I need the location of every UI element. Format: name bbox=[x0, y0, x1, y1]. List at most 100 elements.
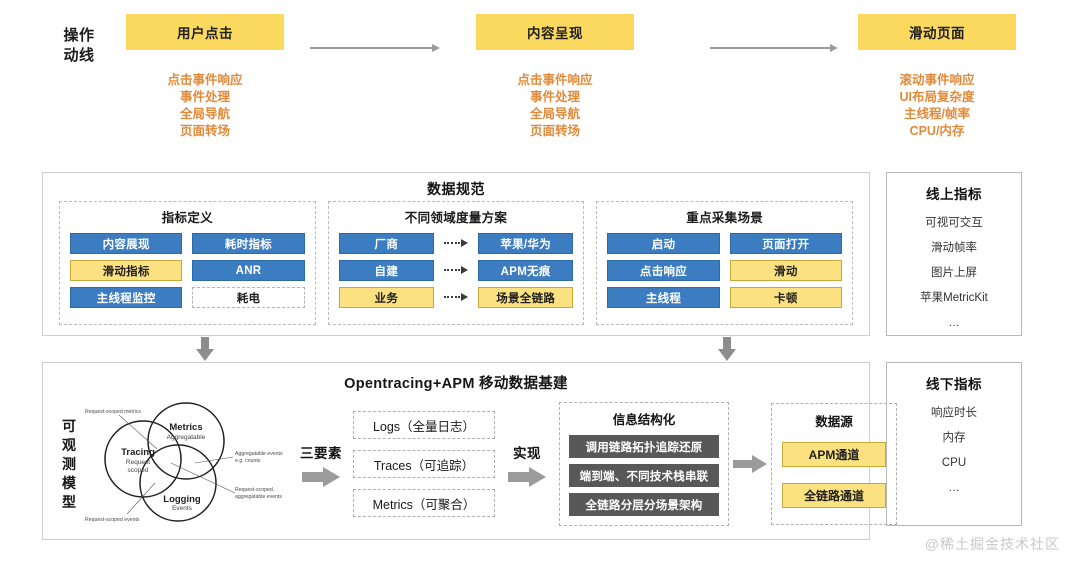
arrow-down-icon bbox=[196, 337, 214, 361]
side-panel-item-ellipsis: … bbox=[948, 317, 960, 329]
chip-metric[interactable]: 耗时指标 bbox=[192, 233, 305, 254]
spec-group-title: 重点采集场景 bbox=[686, 211, 764, 225]
flow-item: 全局导航 bbox=[179, 107, 230, 121]
data-source-fullchain-channel[interactable]: 全链路通道 bbox=[782, 483, 886, 508]
chip-source[interactable]: 厂商 bbox=[338, 233, 435, 254]
data-source-title: 数据源 bbox=[815, 415, 853, 429]
chip-scenario[interactable]: 页面打开 bbox=[729, 233, 843, 254]
flow-item: 滚动事件响应 bbox=[899, 73, 975, 87]
chip-scenario[interactable]: 滑动 bbox=[729, 260, 843, 281]
flow-item: 页面转场 bbox=[179, 124, 230, 138]
element-logs[interactable]: Logs（全量日志） bbox=[353, 411, 495, 439]
flow-arrow-right-icon bbox=[710, 44, 838, 52]
element-metrics[interactable]: Metrics（可聚合） bbox=[353, 489, 495, 517]
data-spec-groups: 指标定义 内容展现 耗时指标 滑动指标 ANR 主线程监控 耗电 bbox=[59, 201, 854, 325]
info-item-layered-architecture[interactable]: 全链路分层分场景架构 bbox=[569, 493, 719, 516]
chip-metric[interactable]: 滑动指标 bbox=[70, 260, 183, 281]
flow-header-scroll-page[interactable]: 滑动页面 bbox=[858, 14, 1016, 50]
chip-target[interactable]: APM无痕 bbox=[478, 260, 574, 281]
chip-row: 滑动指标 ANR bbox=[70, 260, 305, 281]
spec-group-key-scenarios: 重点采集场景 启动 页面打开 点击响应 滑动 主线程 卡顿 bbox=[596, 201, 854, 325]
observability-label-char: 观 bbox=[62, 436, 76, 453]
chip-metric[interactable]: 内容展现 bbox=[70, 233, 183, 254]
venn-sublabel-metrics: Aggregatable bbox=[167, 434, 206, 441]
observability-label-char: 测 bbox=[62, 455, 76, 472]
chip-row: 厂商 苹果/华为 bbox=[338, 233, 574, 254]
side-panel-item: 图片上屏 bbox=[931, 267, 977, 279]
venn-sublabel-logging: Events bbox=[172, 505, 193, 512]
info-item-end-to-end[interactable]: 端到端、不同技术栈串联 bbox=[569, 464, 719, 487]
flow-header-user-click[interactable]: 用户点击 bbox=[126, 14, 284, 50]
venn-annotation-request-scoped-aggregatable-l1: Request-scoped, bbox=[235, 487, 274, 493]
chip-row: 点击响应 滑动 bbox=[607, 260, 843, 281]
flow-column-user-click: 用户点击 点击事件响应 事件处理 全局导航 页面转场 bbox=[126, 14, 284, 140]
arrow-down-icon bbox=[718, 337, 736, 361]
dotted-arrow-icon bbox=[444, 265, 469, 276]
side-panel-item-ellipsis: … bbox=[948, 482, 960, 494]
flow-items-content-render: 点击事件响应 事件处理 全局导航 页面转场 bbox=[476, 72, 634, 140]
observability-model-block: 可 观 测 模 型 bbox=[53, 401, 289, 527]
operation-flow-label-line2: 动线 bbox=[63, 47, 95, 64]
spec-group-title: 不同领域度量方案 bbox=[404, 211, 508, 225]
chip-grid: 厂商 苹果/华为 自建 APM无痕 业务 场景全链路 bbox=[338, 233, 574, 308]
observability-model-label: 可 观 测 模 型 bbox=[59, 417, 79, 512]
opentracing-apm-panel: Opentracing+APM 移动数据基建 可 观 测 模 型 bbox=[42, 362, 897, 540]
side-panel-title: 线上指标 bbox=[926, 187, 982, 202]
venn-annotation-request-scoped-aggregatable-l2: aggregatable events bbox=[235, 494, 282, 500]
opentracing-apm-body: 可 观 测 模 型 bbox=[53, 397, 897, 531]
flow-item: 全局导航 bbox=[529, 107, 580, 121]
chip-row: 内容展现 耗时指标 bbox=[70, 233, 305, 254]
chip-row: 自建 APM无痕 bbox=[338, 260, 574, 281]
side-panel-items: 可视可交互 滑动帧率 图片上屏 苹果MetricKit … bbox=[887, 211, 1021, 336]
chip-grid: 启动 页面打开 点击响应 滑动 主线程 卡顿 bbox=[607, 233, 843, 308]
chip-target[interactable]: 场景全链路 bbox=[478, 287, 574, 308]
flow-column-content-render: 内容呈现 点击事件响应 事件处理 全局导航 页面转场 bbox=[476, 14, 634, 140]
flow-item: 事件处理 bbox=[179, 90, 230, 104]
info-item-trace-topology[interactable]: 调用链路拓扑追踪还原 bbox=[569, 435, 719, 458]
element-traces[interactable]: Traces（可追踪） bbox=[353, 450, 495, 478]
chip-scenario[interactable]: 主线程 bbox=[607, 287, 720, 308]
side-panel-item: CPU bbox=[941, 457, 967, 469]
venn-annotation-aggregatable-events-l2: e.g. counts bbox=[235, 458, 261, 464]
venn-sublabel-tracing-l2: scoped bbox=[128, 467, 149, 474]
step-label-three-elements: 三要素 bbox=[300, 445, 342, 461]
venn-label-tracing: Tracing bbox=[121, 447, 155, 458]
observability-label-char: 可 bbox=[62, 417, 76, 434]
chip-metric[interactable]: 主线程监控 bbox=[70, 287, 183, 308]
step-three-elements: 三要素 bbox=[289, 442, 353, 487]
flow-item: 页面转场 bbox=[529, 124, 580, 138]
side-panel-title: 线下指标 bbox=[926, 377, 982, 392]
arrow-right-icon bbox=[733, 455, 767, 473]
chip-scenario[interactable]: 卡顿 bbox=[729, 287, 843, 308]
chip-row: 主线程 卡顿 bbox=[607, 287, 843, 308]
venn-sublabel-tracing-l1: Request bbox=[126, 459, 150, 466]
chip-scenario[interactable]: 点击响应 bbox=[607, 260, 720, 281]
side-panel-item: 可视可交互 bbox=[925, 217, 983, 229]
chip-scenario[interactable]: 启动 bbox=[607, 233, 720, 254]
observability-label-char: 模 bbox=[62, 474, 76, 491]
flow-item: UI布局复杂度 bbox=[899, 90, 975, 104]
venn-label-metrics: Metrics bbox=[169, 422, 202, 433]
chip-source[interactable]: 自建 bbox=[338, 260, 435, 281]
side-panel-offline-metrics: 线下指标 响应时长 内存 CPU … bbox=[886, 362, 1022, 526]
opentracing-apm-title: Opentracing+APM 移动数据基建 bbox=[344, 376, 568, 392]
chip-metric[interactable]: 耗电 bbox=[192, 287, 305, 308]
observability-label-char: 型 bbox=[62, 493, 76, 510]
chip-metric[interactable]: ANR bbox=[192, 260, 305, 281]
data-source-box: 数据源 APM通道 全链路通道 bbox=[771, 403, 897, 525]
side-panel-item: 内存 bbox=[942, 432, 966, 444]
operation-flow-label: 操作 动线 bbox=[52, 26, 106, 66]
chip-row: 业务 场景全链路 bbox=[338, 287, 574, 308]
side-panel-item: 响应时长 bbox=[931, 407, 977, 419]
chip-row: 启动 页面打开 bbox=[607, 233, 843, 254]
data-source-apm-channel[interactable]: APM通道 bbox=[782, 442, 886, 467]
side-panel-online-metrics: 线上指标 可视可交互 滑动帧率 图片上屏 苹果MetricKit … bbox=[886, 172, 1022, 336]
dotted-arrow-icon bbox=[444, 292, 469, 303]
info-structuring-title: 信息结构化 bbox=[612, 413, 676, 427]
chip-target[interactable]: 苹果/华为 bbox=[478, 233, 574, 254]
chip-source[interactable]: 业务 bbox=[338, 287, 435, 308]
venn-label-logging: Logging bbox=[163, 494, 201, 505]
flow-header-content-render[interactable]: 内容呈现 bbox=[476, 14, 634, 50]
step-implementation: 实现 bbox=[495, 442, 559, 487]
